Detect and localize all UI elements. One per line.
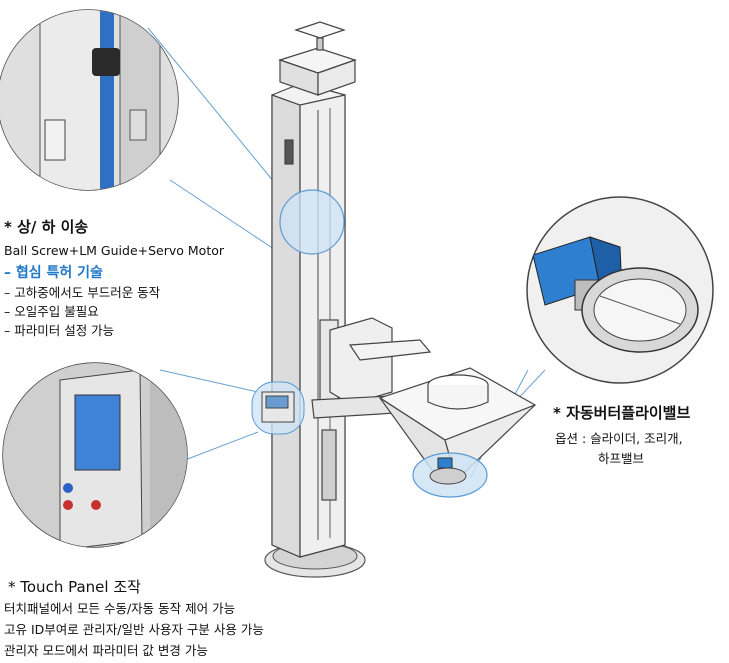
touch-panel-line-3: 관리자 모드에서 파라미터 값 변경 가능: [4, 643, 208, 658]
valve-options-line-1: 옵션 : 슬라이더, 조리개,: [555, 431, 683, 446]
touch-panel-line-2: 고유 ID부여로 관리자/일반 사용자 구분 사용 가능: [4, 622, 264, 637]
lift-subtitle: Ball Screw+LM Guide+Servo Motor: [4, 243, 225, 258]
lift-bullet-2: – 오일주입 불필요: [4, 304, 99, 319]
valve-options-line-2: 하프밸브: [598, 451, 645, 466]
column-callout-circle: [279, 189, 345, 255]
main-column: [271, 82, 346, 558]
valve-title: * 자동버터플라이밸브: [553, 404, 691, 422]
lift-highlight: – 협심 특허 기술: [4, 265, 103, 281]
top-motor-mount: [278, 21, 357, 96]
touch-panel-title: * Touch Panel 조작: [8, 578, 141, 596]
panel-callout: [251, 381, 305, 435]
zoom-ball-screw: [0, 9, 179, 191]
lift-bullet-3: – 파라미터 설정 가능: [4, 323, 115, 338]
lift-title: * 상/ 하 이송: [4, 218, 89, 236]
zoom-touch-panel: [2, 362, 188, 548]
zoom-butterfly-valve: [526, 196, 714, 384]
touch-panel-line-1: 터치패널에서 모든 수동/자동 동작 제어 가능: [4, 601, 236, 616]
lift-bullet-1: – 고하중에서도 부드러운 동작: [4, 285, 161, 300]
valve-callout: [412, 452, 488, 498]
